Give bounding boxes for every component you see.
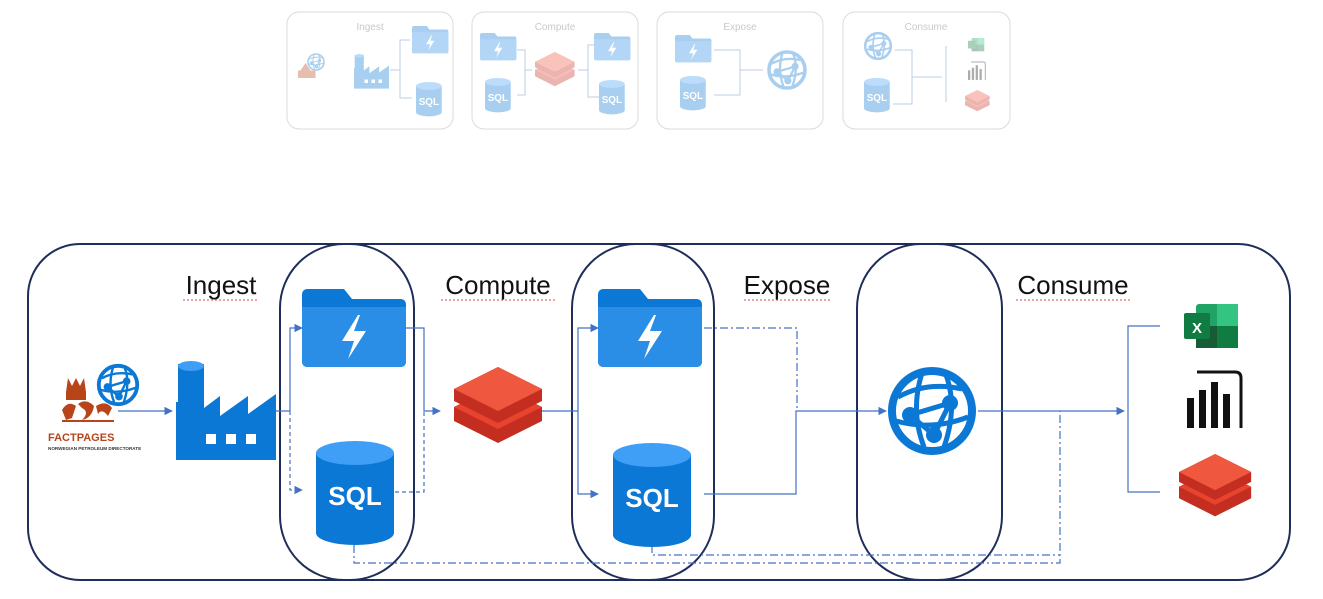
thumbnail-overview: Ingest SQL Compute SQL SQL Expose bbox=[286, 11, 1011, 130]
databricks-icon bbox=[454, 367, 542, 443]
thumb-folder-icon bbox=[594, 33, 631, 61]
svg-text:SQL: SQL bbox=[602, 95, 622, 106]
thumb-folder-icon bbox=[480, 33, 517, 61]
factpages-subtitle-text: NORWEGIAN PETROLEUM DIRECTORATE bbox=[48, 446, 141, 451]
thumb-folder-icon bbox=[412, 26, 449, 54]
stage-label-compute: Compute bbox=[445, 270, 551, 300]
excel-icon: X bbox=[1184, 304, 1238, 348]
thumbnail-label-compute: Compute bbox=[535, 22, 576, 33]
main-diagram: Ingest Compute Expose Consume bbox=[27, 243, 1291, 581]
factpages-brand-text: FACTPAGES bbox=[48, 432, 114, 444]
storage-capsule-2 bbox=[571, 243, 715, 581]
thumb-sql-icon: SQL bbox=[599, 80, 625, 115]
svg-text:SQL: SQL bbox=[867, 93, 887, 104]
expose-capsule bbox=[856, 243, 1003, 581]
thumbnail-label-ingest: Ingest bbox=[356, 22, 383, 33]
stage-label-consume: Consume bbox=[1017, 270, 1128, 300]
data-lake-storage-icon bbox=[598, 289, 702, 367]
databricks-consume-icon bbox=[1179, 454, 1252, 517]
thumb-folder-icon bbox=[675, 35, 712, 63]
svg-text:SQL: SQL bbox=[488, 93, 508, 104]
stage-labels: Ingest Compute Expose Consume bbox=[183, 270, 1131, 301]
factpages-logo: FACTPAGES NORWEGIAN PETROLEUM DIRECTORAT… bbox=[48, 363, 141, 451]
web-source-globe-icon bbox=[96, 363, 140, 407]
thumbnail-panel-expose: Expose SQL bbox=[656, 11, 824, 130]
power-bi-icon bbox=[1185, 370, 1243, 430]
storage-capsule-1 bbox=[279, 243, 415, 581]
data-factory-icon bbox=[176, 361, 276, 460]
thumbnail-panel-ingest: Ingest SQL bbox=[286, 11, 454, 130]
thumb-sql-icon: SQL bbox=[864, 78, 890, 113]
web-app-globe-icon bbox=[892, 371, 972, 451]
thumb-factpages-icon bbox=[298, 63, 316, 78]
thumbnail-panel-consume: Consume SQL bbox=[842, 11, 1011, 130]
thumb-sql-icon: SQL bbox=[416, 82, 442, 117]
stage-label-ingest: Ingest bbox=[186, 270, 258, 300]
thumbnail-label-expose: Expose bbox=[723, 22, 757, 33]
thumbnail-panel-compute: Compute SQL SQL bbox=[471, 11, 639, 130]
sql-database-icon: SQL bbox=[613, 443, 691, 547]
svg-text:X: X bbox=[1192, 320, 1202, 337]
svg-text:SQL: SQL bbox=[328, 481, 382, 511]
svg-text:SQL: SQL bbox=[683, 91, 703, 102]
thumb-sql-icon: SQL bbox=[680, 76, 706, 111]
sql-database-icon: SQL bbox=[316, 441, 394, 545]
connectors bbox=[118, 323, 1160, 564]
data-lake-storage-icon bbox=[302, 289, 406, 367]
thumbnail-label-consume: Consume bbox=[905, 22, 948, 33]
svg-text:SQL: SQL bbox=[625, 483, 679, 513]
stage-label-expose: Expose bbox=[744, 270, 831, 300]
thumb-sql-icon: SQL bbox=[485, 78, 511, 113]
svg-text:SQL: SQL bbox=[419, 97, 439, 108]
